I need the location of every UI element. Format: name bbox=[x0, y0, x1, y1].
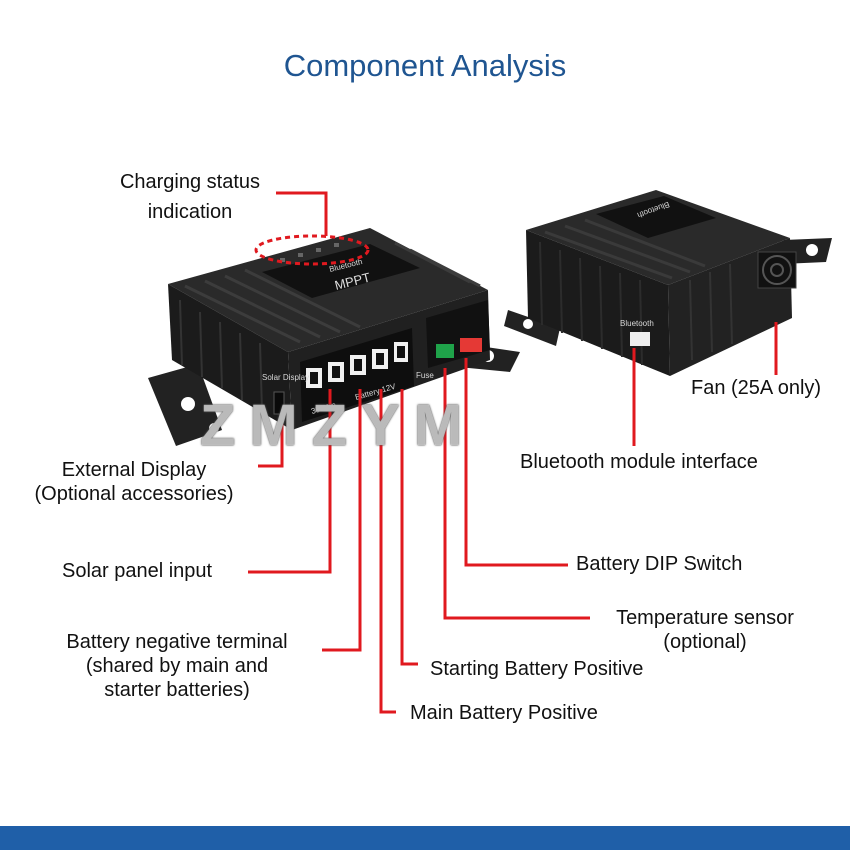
external-display-port bbox=[273, 391, 285, 415]
starting-positive-label: Starting Battery Positive bbox=[430, 658, 644, 680]
bluetooth-interface-label: Bluetooth module interface bbox=[520, 451, 758, 473]
solar-display-print: Solar Display bbox=[262, 373, 309, 382]
fuse-print: Fuse bbox=[416, 371, 434, 380]
main-positive-label: Main Battery Positive bbox=[410, 702, 598, 724]
battery-negative-label: Battery negative terminal (shared by mai… bbox=[66, 631, 288, 701]
charging-status-label: Charging status indication bbox=[119, 171, 261, 223]
temperature-port bbox=[436, 344, 454, 358]
temperature-sensor-label: Temperature sensor (optional) bbox=[616, 607, 794, 653]
secondary-controller: Bluetooth Bluetooth bbox=[504, 190, 832, 376]
fan-label: Fan (25A only) bbox=[691, 377, 822, 399]
bottom-bar bbox=[0, 826, 850, 850]
dip-switch bbox=[460, 338, 482, 352]
external-display-label: External Display (Optional accessories) bbox=[34, 459, 234, 505]
battery-dip-label: Battery DIP Switch bbox=[576, 553, 743, 575]
solar-input-label: Solar panel input bbox=[62, 560, 213, 582]
main-controller: Bluetooth MPPT bbox=[148, 228, 520, 446]
status-leds bbox=[280, 243, 339, 262]
leader-lines bbox=[248, 191, 778, 714]
page-title: Component Analysis bbox=[283, 48, 567, 83]
fan-grille bbox=[757, 251, 797, 289]
watermark: ZMZYM bbox=[200, 393, 477, 458]
bluetooth-port bbox=[630, 332, 650, 346]
bluetooth-port-print: Bluetooth bbox=[620, 319, 654, 328]
